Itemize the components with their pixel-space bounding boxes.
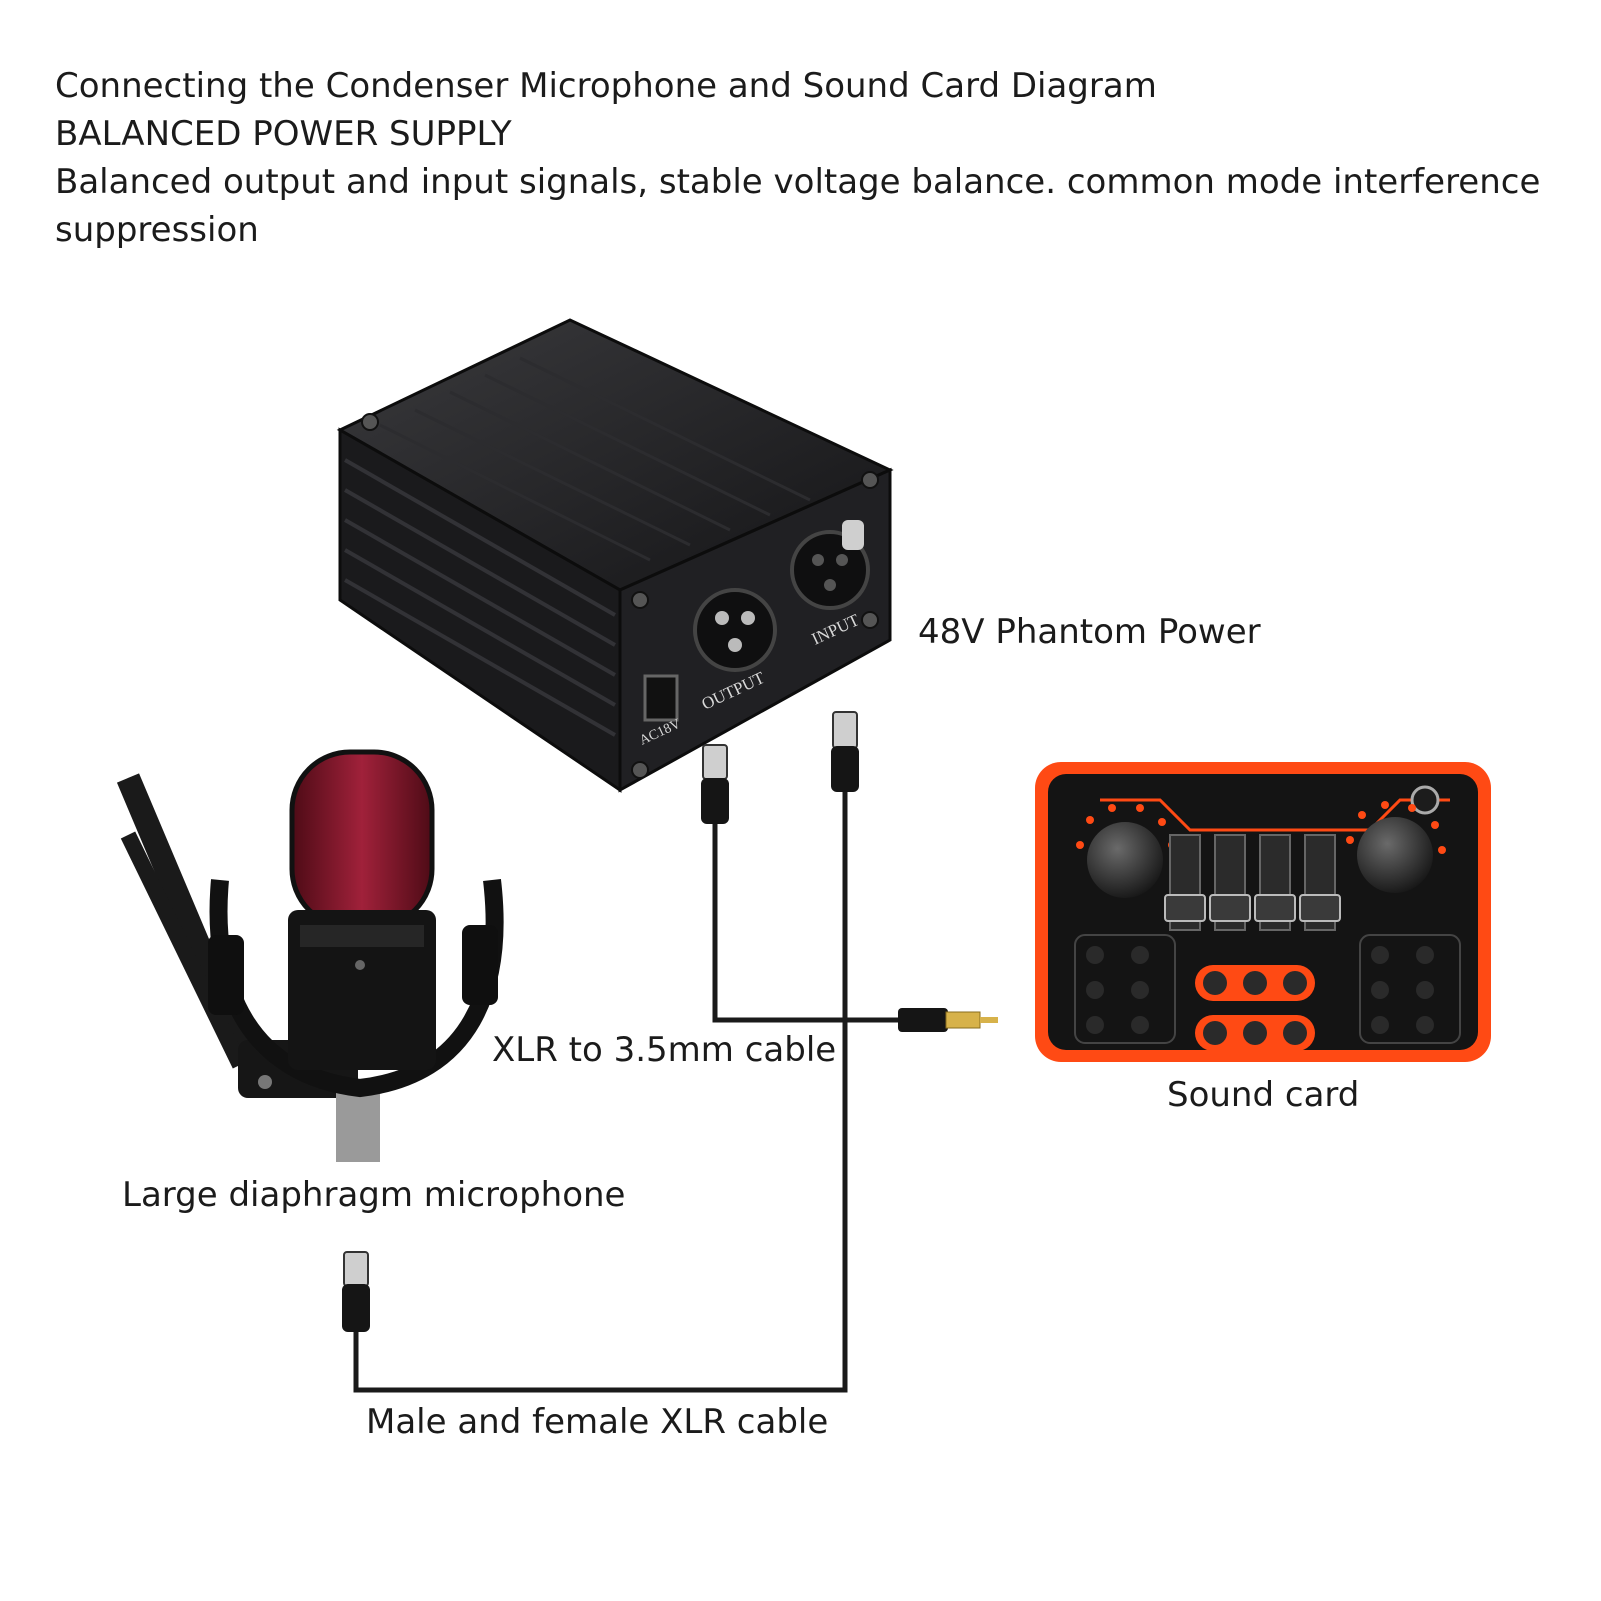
diagram-description: Balanced output and input signals, stabl… — [55, 162, 1541, 250]
microphone-label: Large diaphragm microphone — [122, 1175, 626, 1215]
diagram-title: Connecting the Condenser Microphone and … — [55, 66, 1157, 106]
sound-card-illustration — [1035, 762, 1491, 1062]
phantom-power-label: 48V Phantom Power — [918, 612, 1261, 652]
xlr-output-port — [693, 588, 777, 672]
xlr-to-35mm-cable-label: XLR to 3.5mm cable — [492, 1030, 837, 1070]
xlr-to-35mm-cable — [701, 744, 998, 1032]
xlr-male-female-cable-label: Male and female XLR cable — [366, 1402, 829, 1442]
header: Connecting the Condenser Microphone and … — [55, 62, 1575, 254]
male-female-xlr-cable — [342, 711, 859, 1393]
sound-card-label: Sound card — [1167, 1075, 1360, 1115]
xlr-input-port — [790, 520, 870, 610]
microphone-illustration — [116, 749, 504, 1162]
diagram-subtitle: BALANCED POWER SUPPLY — [55, 114, 512, 154]
dc-power-jack — [643, 674, 679, 722]
